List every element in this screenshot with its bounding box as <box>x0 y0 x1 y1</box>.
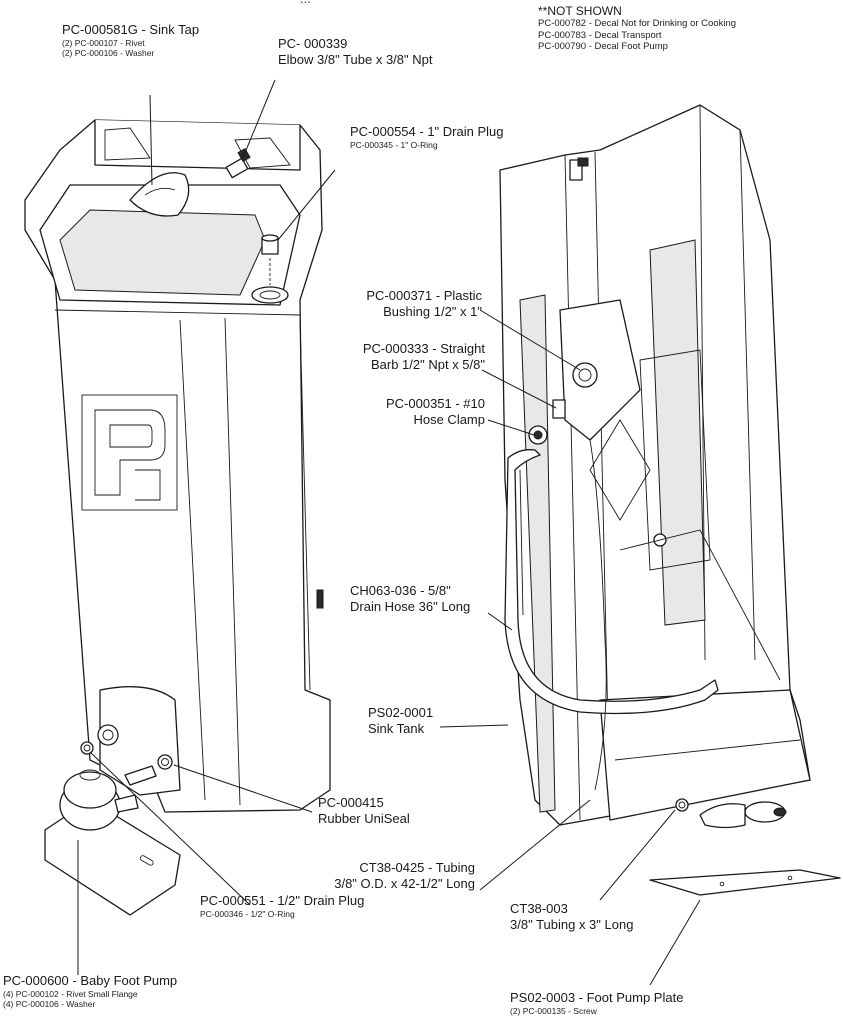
drain-plug-1-part <box>261 234 279 285</box>
drain-hose-line-2: Drain Hose 36" Long <box>350 598 471 614</box>
label-drain-plug-half: PC-000551 - 1/2" Drain Plug PC-000346 - … <box>200 893 364 919</box>
small-fittings-left <box>80 741 173 786</box>
tubing-short-line-2: 3/8" Tubing x 3" Long <box>510 916 634 932</box>
barb-line-2: Barb 1/2" Npt x 5/8" <box>370 356 485 372</box>
bushing-line-2: Bushing 1/2" x 1" <box>383 303 482 319</box>
drain-plug-1-sub: PC-000345 - 1" O-Ring <box>350 139 438 150</box>
not-shown-item-2: PC-000783 - Decal Transport <box>538 29 662 41</box>
sink-tap-sub-1: (2) PC-000107 - Rivet <box>62 37 145 48</box>
label-drain-plug-1: PC-000554 - 1" Drain Plug PC-000345 - 1"… <box>350 124 503 150</box>
tubing-long-line-1: CT38-0425 - Tubing <box>359 860 475 875</box>
label-elbow: PC- 000339 Elbow 3/8" Tube x 3/8" Npt <box>278 36 432 67</box>
label-pump-plate: PS02-0003 - Foot Pump Plate (2) PC-00013… <box>510 990 683 1016</box>
leader-lines <box>77 79 701 986</box>
top-cutoff-text: ... <box>300 0 311 7</box>
barb-and-clamp-parts <box>528 399 566 445</box>
hose-clamp-line-2: Hose Clamp <box>413 411 485 427</box>
drain-hose-part <box>504 449 719 715</box>
elbow-line-1: PC- 000339 <box>278 36 348 51</box>
tubing-short-line-1: CT38-003 <box>510 901 568 916</box>
label-tubing-short: CT38-003 3/8" Tubing x 3" Long <box>510 901 633 932</box>
baby-foot-pump-part <box>44 769 181 916</box>
brand-logo <box>81 394 178 511</box>
foot-pump-rear-part <box>675 798 787 829</box>
drain-plug-half-title: PC-000551 - 1/2" Drain Plug <box>200 893 365 908</box>
foot-pump-plate-part <box>649 869 841 896</box>
not-shown-item-3: PC-000790 - Decal Foot Pump <box>538 41 668 53</box>
label-foot-pump: PC-000600 - Baby Foot Pump (4) PC-000102… <box>3 973 177 1009</box>
elbow-line-2: Elbow 3/8" Tube x 3/8" Npt <box>278 51 433 67</box>
drain-plug-half-sub: PC-000346 - 1/2" O-Ring <box>200 908 295 919</box>
uniseal-line-2: Rubber UniSeal <box>318 810 410 826</box>
label-uniseal: PC-000415 Rubber UniSeal <box>318 795 410 826</box>
elbow-fitting-rear <box>569 157 589 181</box>
foot-pump-sub-2: (4) PC-000106 - Washer <box>3 998 96 1009</box>
not-shown-item-1: PC-000782 - Decal Not for Drinking or Co… <box>538 18 737 30</box>
barb-line-1: PC-000333 - Straight <box>362 341 485 356</box>
label-barb: PC-000333 - Straight Barb 1/2" Npt x 5/8… <box>363 341 485 372</box>
foot-pump-sub-1: (4) PC-000102 - Rivet Small Flange <box>3 988 138 999</box>
not-shown-title: **NOT SHOWN <box>538 4 622 18</box>
label-drain-hose: CH063-036 - 5/8" Drain Hose 36" Long <box>350 583 470 614</box>
foot-pump-title: PC-000600 - Baby Foot Pump <box>3 973 178 988</box>
label-hose-clamp: PC-000351 - #10 Hose Clamp <box>386 396 485 427</box>
sink-tank-front-view <box>24 119 331 813</box>
sink-tank-rear-view <box>499 104 811 826</box>
sink-tank-line-2: Sink Tank <box>368 720 425 736</box>
bushing-line-1: PC-000371 - Plastic <box>366 288 482 303</box>
sink-tap-title: PC-000581G - Sink Tap <box>62 22 200 37</box>
label-sink-tank: PS02-0001 Sink Tank <box>368 705 433 736</box>
label-tubing-long: CT38-0425 - Tubing 3/8" O.D. x 42-1/2" L… <box>334 860 475 891</box>
drain-hose-line-1: CH063-036 - 5/8" <box>350 583 451 598</box>
drain-plug-1-title: PC-000554 - 1" Drain Plug <box>350 124 504 139</box>
tubing-long-part <box>589 439 607 791</box>
sink-tank-line-1: PS02-0001 <box>368 705 434 720</box>
label-sink-tap: PC-000581G - Sink Tap (2) PC-000107 - Ri… <box>62 22 199 58</box>
pump-plate-title: PS02-0003 - Foot Pump Plate <box>510 990 684 1005</box>
label-bushing: PC-000371 - Plastic Bushing 1/2" x 1" <box>366 288 482 319</box>
sink-tap-part <box>129 172 190 217</box>
tubing-long-line-2: 3/8" O.D. x 42-1/2" Long <box>334 875 475 891</box>
label-not-shown: **NOT SHOWN PC-000782 - Decal Not for Dr… <box>538 4 736 53</box>
hose-clamp-line-1: PC-000351 - #10 <box>385 396 485 411</box>
sink-tap-sub-2: (2) PC-000106 - Washer <box>62 47 155 58</box>
uniseal-line-1: PC-000415 <box>318 795 384 810</box>
pump-plate-sub: (2) PC-000135 - Screw <box>510 1005 597 1016</box>
